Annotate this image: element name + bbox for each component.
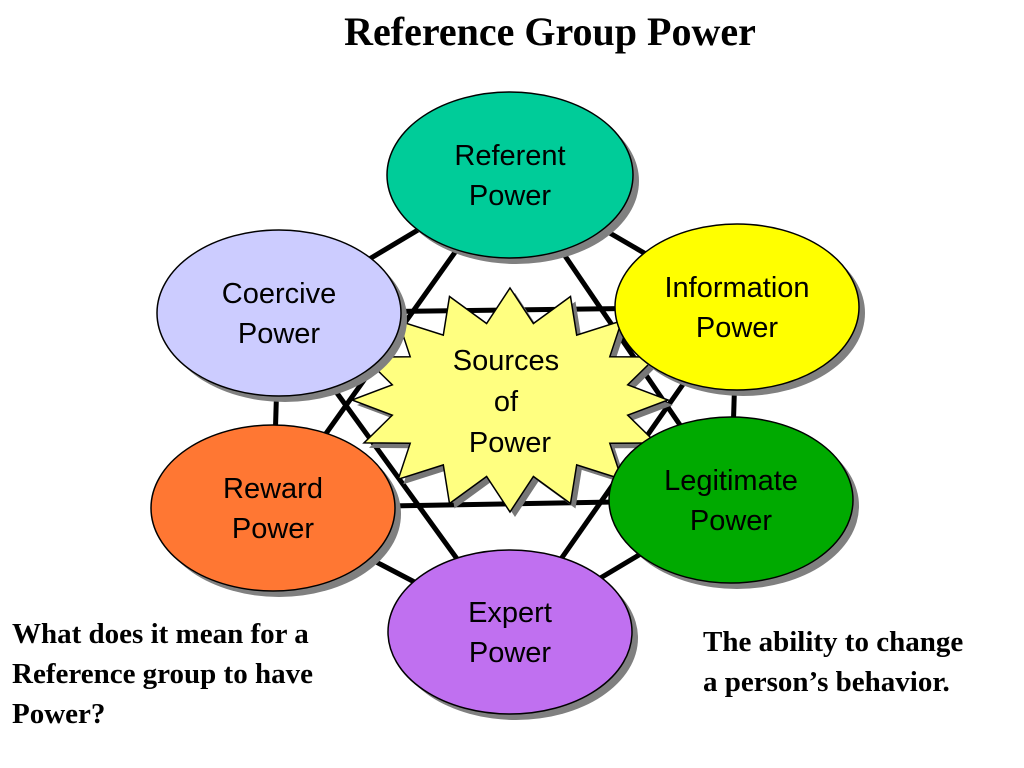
node-legitimate-label-line-1: Legitimate — [664, 465, 798, 497]
node-information-label-line-1: Information — [664, 272, 809, 304]
node-expert-ellipse — [387, 549, 633, 715]
node-reward-ellipse — [150, 424, 396, 592]
answer-text: The ability to change a person’s behavio… — [703, 622, 1023, 702]
node-reward-label-line-2: Power — [232, 513, 315, 545]
center-label-line-1: Sources — [453, 345, 559, 377]
node-expert-label-line-1: Expert — [468, 597, 552, 629]
node-coercive-label-line-1: Coercive — [222, 278, 336, 310]
node-referent-ellipse — [386, 91, 634, 259]
node-referent-label-line-2: Power — [469, 180, 552, 212]
node-reward-label-line-1: Reward — [223, 473, 323, 505]
node-information-label-line-2: Power — [696, 312, 779, 344]
svg-text:Sources of Power: Sources of Power — [453, 345, 567, 459]
answer-line-2: a person’s behavior. — [703, 666, 950, 698]
center-star: Sources of Power — [349, 286, 673, 517]
node-coercive-ellipse — [156, 229, 402, 397]
question-line-3: Power? — [12, 698, 106, 730]
node-expert-label-line-2: Power — [469, 637, 552, 669]
node-referent-label-line-1: Referent — [454, 140, 565, 172]
question-line-2: Reference group to have — [12, 658, 313, 690]
node-legitimate-label-line-2: Power — [690, 505, 773, 537]
node-information-ellipse — [614, 223, 860, 391]
center-label-line-3: Power — [469, 427, 552, 459]
answer-line-1: The ability to change — [703, 626, 964, 658]
node-coercive-label-line-2: Power — [238, 318, 321, 350]
question-line-1: What does it mean for a — [12, 618, 309, 650]
question-text: What does it mean for a Reference group … — [12, 614, 382, 734]
sources-of-power-star — [349, 286, 671, 514]
center-label-line-2: of — [494, 386, 519, 418]
node-legitimate-ellipse — [608, 416, 854, 584]
slide-title: Reference Group Power — [344, 9, 756, 54]
